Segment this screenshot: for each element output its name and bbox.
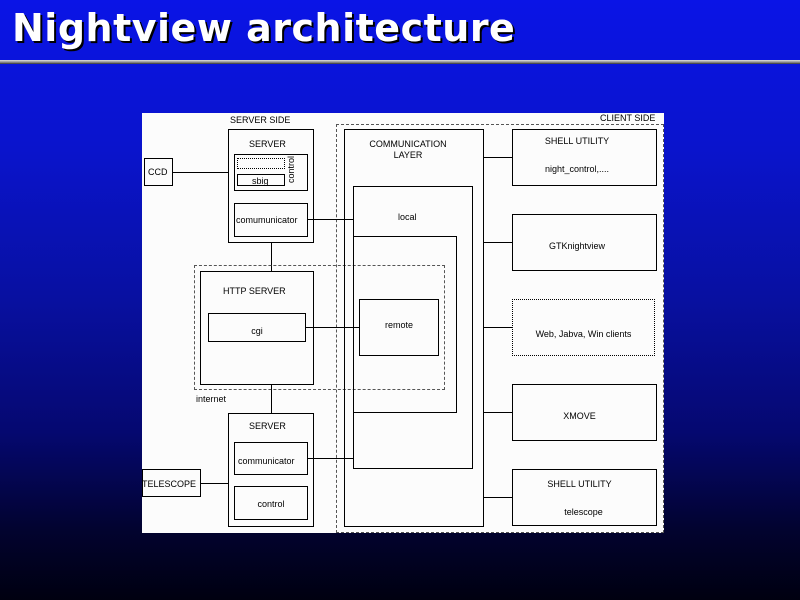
internet-region bbox=[194, 265, 445, 390]
connector bbox=[484, 327, 512, 328]
shell-utility-2-box bbox=[512, 469, 657, 526]
control-group bbox=[234, 154, 308, 191]
sbig-label: sbig bbox=[252, 176, 269, 186]
local-label: local bbox=[398, 212, 417, 222]
connector bbox=[308, 219, 353, 220]
empty-slot bbox=[237, 158, 285, 169]
connector bbox=[456, 236, 457, 412]
shell-utility-2-title: SHELL UTILITY bbox=[547, 479, 612, 489]
connector bbox=[484, 412, 512, 413]
communicator-top-box bbox=[234, 203, 308, 237]
connector bbox=[271, 243, 272, 271]
gtknightview-label: GTKnightview bbox=[548, 241, 606, 251]
shell-utility-1-sub: night_control,.... bbox=[544, 164, 610, 174]
connector bbox=[353, 412, 457, 413]
communicator-top-label: comumunicator bbox=[236, 215, 298, 225]
telescope-label: TELESCOPE bbox=[142, 479, 197, 489]
cgi-label: cgi bbox=[251, 326, 263, 336]
internet-label: internet bbox=[196, 394, 227, 404]
web-clients-box bbox=[512, 299, 655, 356]
comm-layer-title-2: LAYER bbox=[393, 150, 423, 160]
web-clients-label: Web, Jabva, Win clients bbox=[535, 329, 632, 339]
server-top-box bbox=[228, 129, 314, 243]
comm-layer-title-1: COMMUNICATION bbox=[369, 139, 447, 149]
sbig-box bbox=[237, 174, 285, 186]
server-bottom-title: SERVER bbox=[249, 421, 286, 431]
local-channel-box bbox=[353, 186, 473, 469]
communication-layer-box bbox=[344, 129, 484, 527]
connector bbox=[173, 172, 228, 173]
control-label: control bbox=[286, 155, 296, 183]
http-server-title: HTTP SERVER bbox=[223, 286, 286, 296]
xmove-box bbox=[512, 384, 657, 441]
ccd-label: CCD bbox=[148, 167, 168, 177]
http-server-box bbox=[200, 271, 314, 385]
connector bbox=[353, 236, 456, 237]
shell-utility-1-title: SHELL UTILITY bbox=[544, 136, 610, 146]
communicator-bottom-label: communicator bbox=[238, 456, 295, 466]
server-bottom-box bbox=[228, 413, 314, 527]
connector bbox=[308, 458, 353, 459]
control-bottom-label: control bbox=[257, 499, 285, 509]
telescope-box bbox=[142, 469, 201, 497]
title-divider bbox=[0, 60, 800, 64]
connector bbox=[306, 327, 359, 328]
connector bbox=[484, 157, 512, 158]
connector bbox=[201, 483, 228, 484]
slide-title: Nightview architecture bbox=[12, 6, 516, 50]
client-side-label: CLIENT SIDE bbox=[600, 113, 656, 123]
cgi-box bbox=[208, 313, 306, 342]
server-top-title: SERVER bbox=[249, 139, 286, 149]
client-side-region bbox=[336, 124, 664, 533]
server-side-label: SERVER SIDE bbox=[230, 115, 291, 125]
shell-utility-1-box bbox=[512, 129, 657, 186]
shell-utility-2-sub: telescope bbox=[564, 507, 603, 517]
remote-box bbox=[359, 299, 439, 356]
connector bbox=[484, 242, 512, 243]
remote-label: remote bbox=[384, 320, 413, 330]
ccd-box bbox=[144, 158, 173, 186]
control-bottom-box bbox=[234, 486, 308, 520]
gtknightview-box bbox=[512, 214, 657, 271]
communicator-bottom-box bbox=[234, 442, 308, 475]
architecture-diagram: SERVER SIDE CLIENT SIDE CCD SERVER sbig … bbox=[142, 113, 664, 533]
connector bbox=[484, 497, 512, 498]
connector bbox=[271, 385, 272, 413]
xmove-label: XMOVE bbox=[563, 411, 596, 421]
